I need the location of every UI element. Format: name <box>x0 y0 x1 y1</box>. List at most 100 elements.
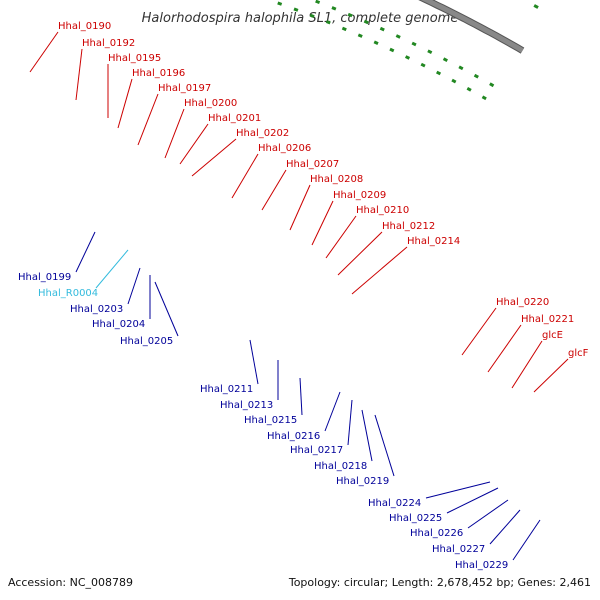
forward-label-leader <box>191 138 237 177</box>
forward-gene-label[interactable]: glcE <box>542 330 563 341</box>
reverse-gene-label[interactable]: Hhal_0225 <box>389 513 442 524</box>
track-dot <box>293 7 299 12</box>
forward-gene-label[interactable]: glcF <box>568 348 589 359</box>
track-dot <box>458 65 464 71</box>
track-dot <box>435 70 442 76</box>
forward-label-leader <box>533 358 569 393</box>
reverse-gene-label[interactable]: Hhal_0199 <box>18 272 71 283</box>
reverse-label-leader <box>324 391 341 432</box>
topology-text: Topology: circular; Length: 2,678,452 bp… <box>288 576 591 589</box>
track-lines <box>277 0 539 101</box>
label-layer[interactable]: Hhal_0190Hhal_0192Hhal_0195Hhal_0196Hhal… <box>18 21 589 571</box>
track-dot <box>427 49 433 55</box>
track-dot <box>379 26 385 32</box>
forward-gene-label[interactable]: Hhal_0210 <box>356 205 409 216</box>
forward-label-leader <box>289 184 311 231</box>
reverse-gene-label[interactable]: Hhal_0218 <box>314 461 367 472</box>
reverse-gene-label[interactable]: Hhal_0203 <box>70 304 123 315</box>
forward-gene-label[interactable]: Hhal_0209 <box>333 190 386 201</box>
forward-gene-label[interactable]: Hhal_0190 <box>58 21 111 32</box>
track-dot <box>325 20 331 25</box>
reverse-label-leader <box>95 249 129 289</box>
reverse-gene-label[interactable]: Hhal_0219 <box>336 476 389 487</box>
forward-gene-label[interactable]: Hhal_0221 <box>521 314 574 325</box>
leader-layer <box>29 31 569 561</box>
reverse-gene-label[interactable]: Hhal_0204 <box>92 319 145 330</box>
reverse-label-leader <box>75 231 96 273</box>
reverse-label-leader <box>127 267 141 305</box>
map-title: Halorhodospira halophila SL1, complete g… <box>142 11 459 26</box>
track-dot <box>481 95 487 101</box>
reverse-gene-label[interactable]: Hhal_0213 <box>220 400 273 411</box>
forward-gene-label[interactable]: Hhal_0208 <box>310 174 363 185</box>
track-dot <box>473 73 479 79</box>
track-dot <box>420 62 426 68</box>
forward-label-leader <box>351 246 408 295</box>
reverse-gene-label[interactable]: Hhal_0211 <box>200 384 253 395</box>
track-dot <box>404 55 411 60</box>
forward-gene-label[interactable]: Hhal_0196 <box>132 68 185 79</box>
forward-label-leader <box>231 153 259 199</box>
track-dot <box>411 41 417 47</box>
forward-label-leader <box>261 169 287 211</box>
track-dot <box>363 19 369 25</box>
forward-label-leader <box>117 78 133 129</box>
forward-label-leader <box>337 231 383 276</box>
reverse-gene-label[interactable]: Hhal_0224 <box>368 498 421 509</box>
forward-label-leader <box>325 215 357 259</box>
track-dot <box>466 87 472 92</box>
forward-gene-label[interactable]: Hhal_0192 <box>82 38 135 49</box>
track-dot <box>315 0 321 5</box>
track-dot <box>347 12 353 18</box>
reverse-label-leader <box>154 281 179 337</box>
reverse-gene-label[interactable]: Hhal_0215 <box>244 415 297 426</box>
forward-gene-label[interactable]: Hhal_0206 <box>258 143 311 154</box>
forward-gene-label[interactable]: Hhal_0207 <box>286 159 339 170</box>
track-dot <box>389 47 395 53</box>
track-dot <box>451 78 457 84</box>
reverse-gene-label[interactable]: Hhal_R0004 <box>38 288 98 299</box>
forward-label-leader <box>164 108 185 159</box>
reverse-label-leader <box>512 519 541 561</box>
reverse-label-leader <box>489 509 521 545</box>
reverse-label-leader <box>425 481 491 499</box>
track-dot <box>442 57 448 62</box>
reverse-label-leader <box>299 377 303 416</box>
reverse-gene-label[interactable]: Hhal_0226 <box>410 528 463 539</box>
track-dot <box>373 40 379 45</box>
reverse-gene-label[interactable]: Hhal_0217 <box>290 445 343 456</box>
forward-label-leader <box>311 200 334 246</box>
forward-gene-label[interactable]: Hhal_0197 <box>158 83 211 94</box>
track-dot <box>309 13 315 19</box>
reverse-gene-label[interactable]: Hhal_0216 <box>267 431 320 442</box>
forward-gene-label[interactable]: Hhal_0220 <box>496 297 549 308</box>
forward-gene-label[interactable]: Hhal_0200 <box>184 98 237 109</box>
forward-label-leader <box>487 324 522 373</box>
forward-gene-label[interactable]: Hhal_0201 <box>208 113 261 124</box>
reverse-label-leader <box>347 399 353 446</box>
reverse-gene-label[interactable]: Hhal_0229 <box>455 560 508 571</box>
forward-label-leader <box>137 93 159 146</box>
track-dot <box>395 34 401 39</box>
forward-gene-label[interactable]: Hhal_0214 <box>407 236 460 247</box>
reverse-gene-label[interactable]: Hhal_0227 <box>432 544 485 555</box>
track-dot <box>277 1 283 6</box>
reverse-label-leader <box>446 487 499 514</box>
track-dot <box>331 6 337 11</box>
reverse-label-leader <box>374 414 395 477</box>
track-dot <box>357 33 363 38</box>
reverse-label-leader <box>249 339 259 385</box>
track-dot <box>341 26 347 32</box>
forward-gene-label[interactable]: Hhal_0202 <box>236 128 289 139</box>
forward-label-leader <box>461 307 497 356</box>
forward-gene-label[interactable]: Hhal_0212 <box>382 221 435 232</box>
reverse-gene-label[interactable]: Hhal_0205 <box>120 336 173 347</box>
forward-gene-label[interactable]: Hhal_0195 <box>108 53 161 64</box>
track-dot <box>489 82 495 88</box>
forward-label-leader <box>75 48 83 101</box>
forward-label-leader <box>511 340 543 389</box>
reverse-label-leader <box>361 409 373 462</box>
accession-text: Accession: NC_008789 <box>8 576 133 589</box>
track-dot <box>533 4 539 9</box>
